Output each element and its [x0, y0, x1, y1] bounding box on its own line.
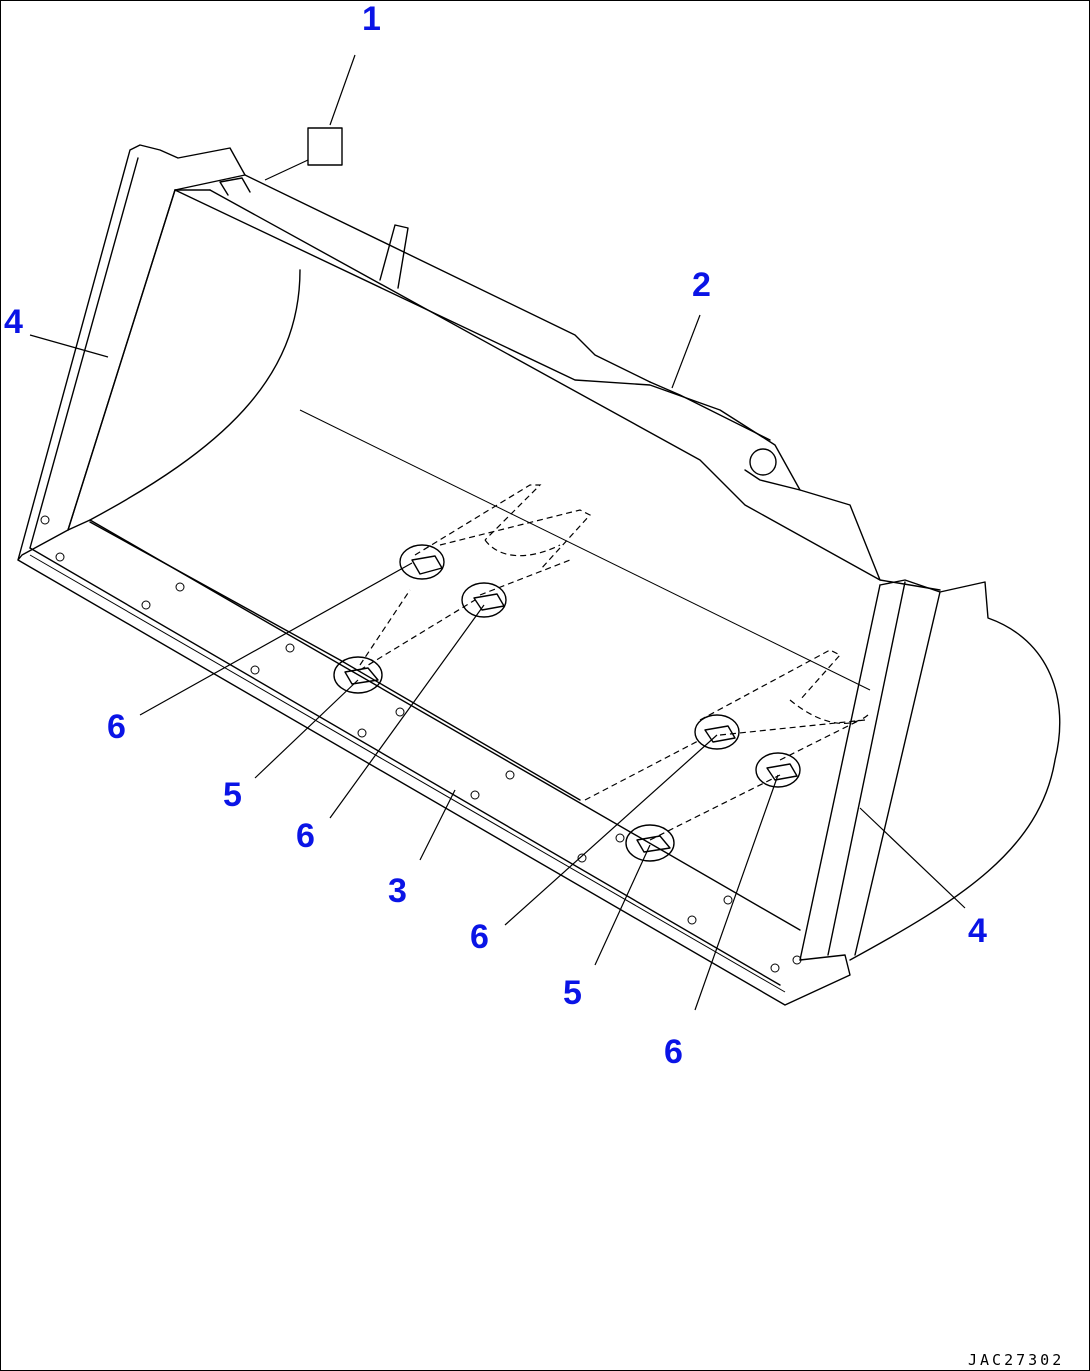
callout-3: 3 — [388, 872, 407, 910]
callout-6c: 6 — [470, 918, 489, 956]
callout-6b: 6 — [296, 817, 315, 855]
hidden-wear-plates — [333, 484, 869, 862]
bucket-drawing — [17, 127, 1061, 1006]
callout-2: 2 — [692, 266, 711, 304]
leader-lines — [29, 54, 966, 1011]
callout-1: 1 — [362, 0, 381, 38]
callout-4a: 4 — [4, 303, 23, 341]
callout-5b: 5 — [563, 974, 582, 1012]
callout-4b: 4 — [968, 912, 987, 950]
callout-5a: 5 — [223, 776, 242, 814]
drawing-id: JAC27302 — [968, 1351, 1064, 1369]
callout-labels: 1 2 3 4 4 5 5 6 6 6 6 — [4, 0, 987, 1071]
callout-6d: 6 — [664, 1033, 683, 1071]
callout-6a: 6 — [107, 708, 126, 746]
